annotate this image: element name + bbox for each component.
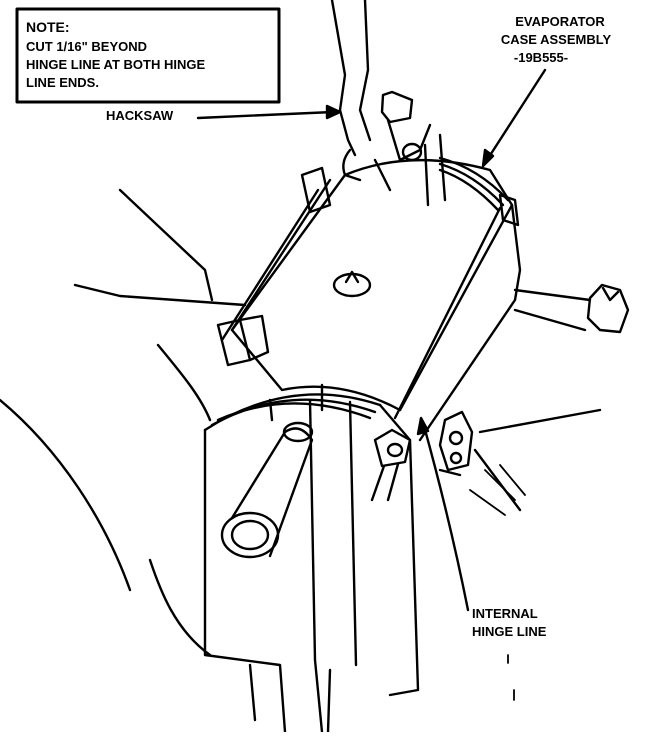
case-rib xyxy=(438,168,500,212)
evaporator-leader xyxy=(485,68,547,162)
background-line xyxy=(0,398,132,592)
evaporator-label-line: CASE ASSEMBLY xyxy=(501,32,612,47)
clamp-screw xyxy=(401,142,423,162)
outlet-tube-end xyxy=(282,421,314,443)
hacksaw-blade-tip xyxy=(342,148,362,182)
hacksaw-frame xyxy=(330,0,357,157)
surrounding-structure xyxy=(0,188,602,701)
right-brackets xyxy=(438,283,630,472)
background-line xyxy=(478,408,602,434)
callout-labels: EVAPORATOR CASE ASSEMBLY -19B555- HACKSA… xyxy=(106,14,611,639)
hinge-clamp-arm xyxy=(370,462,400,502)
hacksaw-leader xyxy=(196,110,335,120)
note-line: LINE ENDS. xyxy=(26,75,99,90)
hacksaw-arrowhead xyxy=(325,104,342,120)
clamp-jaw xyxy=(373,133,447,207)
housing-top-rim xyxy=(216,402,372,422)
hacksaw-label: HACKSAW xyxy=(106,108,174,123)
note-box: NOTE: CUT 1/16" BEYOND HINGE LINE AT BOT… xyxy=(15,7,281,104)
hacksaw-clamp xyxy=(380,90,414,124)
background-tick xyxy=(507,654,515,701)
note-box-frame xyxy=(15,7,281,104)
background-line xyxy=(148,558,212,657)
housing-left-wall xyxy=(203,428,287,734)
side-connector-detail xyxy=(601,286,620,302)
background-hatch xyxy=(469,464,526,516)
bracket-hole xyxy=(449,451,463,465)
background-line xyxy=(118,188,214,302)
case-left-edge xyxy=(230,178,332,332)
note-line: CUT 1/16" BEYOND xyxy=(26,39,147,54)
outlet-tube xyxy=(220,421,314,559)
hacksaw xyxy=(330,0,447,207)
rear-mount-bracket xyxy=(300,166,332,214)
evaporator-case xyxy=(216,156,522,442)
note-heading: NOTE: xyxy=(26,19,70,35)
hinge-clamp xyxy=(370,428,412,502)
background-line xyxy=(473,448,522,512)
housing-right-wall xyxy=(378,403,420,697)
background-line xyxy=(438,468,462,477)
evaporator-label-line: EVAPORATOR xyxy=(515,14,605,29)
bracket-hole xyxy=(448,430,464,446)
side-connector xyxy=(586,283,630,334)
housing-seam xyxy=(268,383,324,422)
outlet-tube-body xyxy=(230,427,314,558)
case-left-edge xyxy=(220,188,320,342)
front-mount-bracket xyxy=(238,314,270,362)
outlet-tube-opening xyxy=(220,511,280,559)
hinge-label-line: INTERNAL xyxy=(472,606,538,621)
hinge-clamp-body xyxy=(373,428,412,468)
background-line xyxy=(73,283,247,307)
hinge-leader xyxy=(422,424,470,612)
housing-lower-edge xyxy=(248,663,332,734)
housing-panel-line xyxy=(348,400,358,667)
case-top-fitting xyxy=(332,272,372,298)
case-rib xyxy=(438,156,510,202)
hacksaw-clamp xyxy=(386,118,432,162)
background-line xyxy=(513,308,587,332)
outlet-tube-opening xyxy=(230,519,270,551)
case-hinge-edge xyxy=(393,206,502,420)
lower-right-bracket xyxy=(438,410,474,472)
lower-housing xyxy=(203,383,420,734)
case-top-surface xyxy=(230,158,514,412)
case-rib xyxy=(438,162,505,207)
leader-lines xyxy=(196,68,547,612)
case-side-wall xyxy=(418,203,522,442)
hinge-clamp-screw xyxy=(386,442,404,458)
housing-panel-line xyxy=(308,398,324,734)
note-line: HINGE LINE AT BOTH HINGE xyxy=(26,57,205,72)
evaporator-arrowhead xyxy=(481,148,495,168)
evaporator-label-line: -19B555- xyxy=(514,50,568,65)
background-line xyxy=(156,343,212,422)
case-top-fitting xyxy=(344,270,360,284)
background-line xyxy=(513,288,592,302)
rear-mount-bracket xyxy=(498,193,520,227)
hacksaw-frame xyxy=(358,0,372,142)
hinge-label-line: HINGE LINE xyxy=(472,624,547,639)
